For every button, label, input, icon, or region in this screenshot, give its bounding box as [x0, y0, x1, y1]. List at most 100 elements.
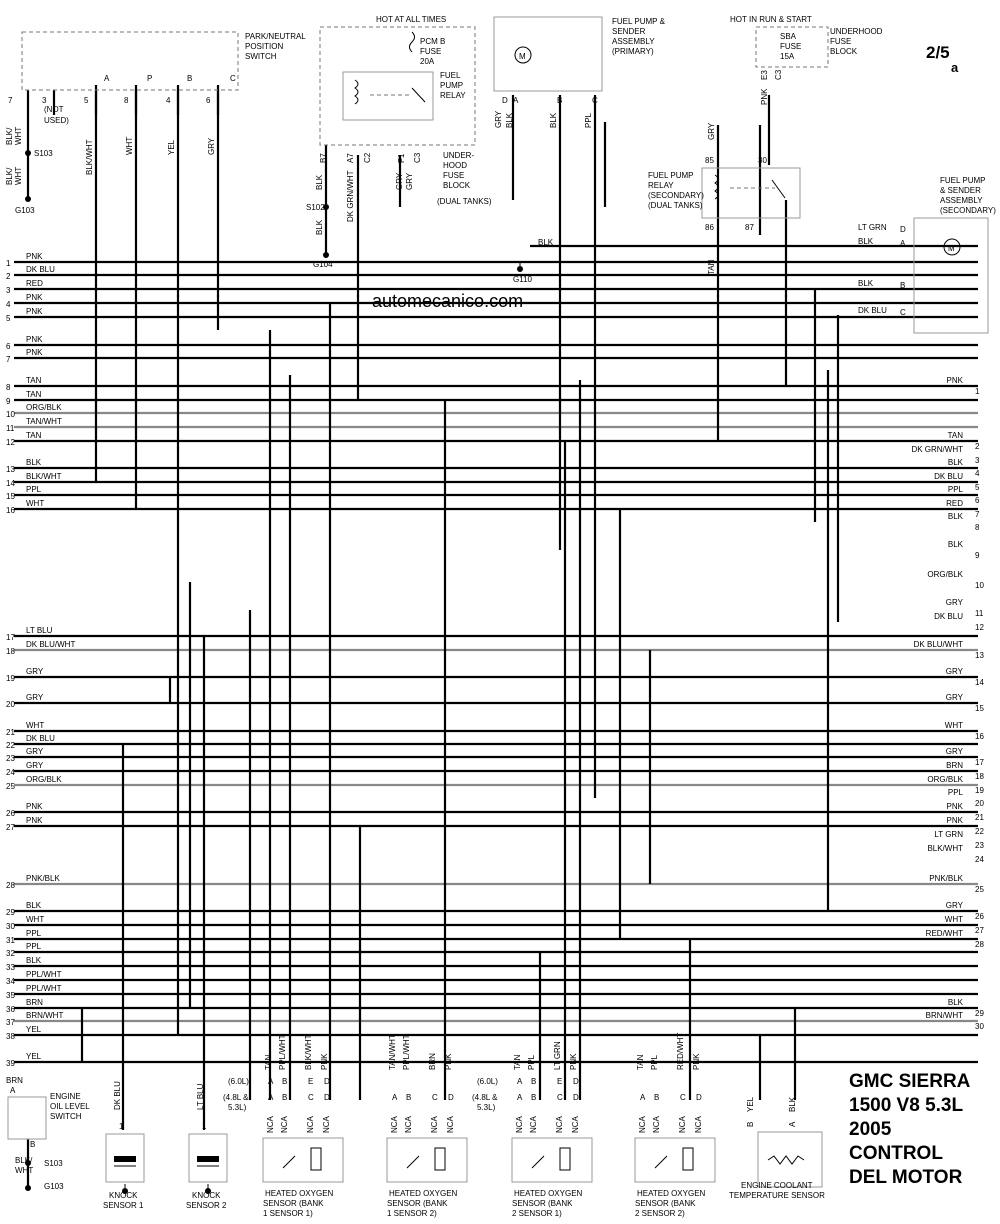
o2-sensor-4-heater — [682, 1147, 694, 1171]
o2-sensor-4-wire-1: PPL — [650, 1054, 659, 1070]
left-pin-28-number: 28 — [6, 881, 15, 890]
o2-sensor-3-engine-6: (6.0L) — [477, 1077, 498, 1086]
left-pin-4-number: 4 — [6, 300, 11, 309]
left-pin-21-color: WHT — [26, 721, 44, 730]
right-pin-16-color: WHT — [945, 721, 963, 730]
fuse-a-wire-f1: GRY — [395, 172, 404, 190]
left-pin-33-color: BLK — [26, 956, 42, 965]
left-pin-28-color: PNK/BLK — [26, 874, 60, 883]
pnp-splice — [25, 150, 31, 156]
right-pin-15-color: GRY — [946, 693, 964, 702]
right-pin-5-number: 5 — [975, 483, 980, 492]
fuel-pump-primary-motor: M — [519, 52, 526, 61]
pnp-wire-color-4: YEL — [167, 139, 176, 155]
relay-a-contact — [411, 87, 426, 103]
fuel-pump-primary-wire-C: PPL — [584, 112, 593, 128]
relay-secondary-pin-85: 85 — [705, 156, 714, 165]
knock-sensor-1-label-0: KNOCK — [109, 1191, 138, 1200]
fuel-pump-primary-box — [493, 16, 603, 92]
knock-sensor-2-wire: LT BLU — [196, 1083, 205, 1110]
fuse-b-label-1: FUSE — [780, 42, 801, 51]
fuse-a-splice — [323, 204, 329, 210]
pnp-wire-color-6: GRY — [207, 137, 216, 155]
right-pin-12-color: DK BLU — [934, 612, 963, 621]
left-pin-19-color: GRY — [26, 667, 44, 676]
coolant-label-0: ENGINE COOLANT — [741, 1181, 813, 1190]
right-pin-6-number: 6 — [975, 496, 980, 505]
fuse-a-ground-label: G104 — [313, 260, 333, 269]
relay-a-coil — [354, 79, 359, 105]
right-pin-30-color: BRN/WHT — [926, 1011, 963, 1020]
o2-sensor-4-label-2: 2 SENSOR 2) — [635, 1209, 685, 1218]
fuse-a-label-1: FUSE — [420, 47, 441, 56]
right-pin-21-color: PNK — [947, 802, 964, 811]
relay-secondary-coil — [714, 174, 719, 200]
knock-sensor-2-ground — [205, 1188, 211, 1194]
fuel-pump-secondary-box — [913, 217, 989, 334]
o2-sensor-2-nca-3: NCA — [446, 1115, 455, 1133]
left-pin-13-color: BLK — [26, 458, 42, 467]
relay-secondary-wire-gry: GRY — [707, 122, 716, 140]
left-pin-35-color: PPL/WHT — [26, 984, 62, 993]
left-pin-29-color: BLK — [26, 901, 42, 910]
left-pin-31-color: PPL — [26, 929, 42, 938]
left-pin-37-number: 37 — [6, 1018, 15, 1027]
oil-switch-wire-color-a: BLK/ — [15, 1156, 33, 1165]
coolant-resistor — [767, 1155, 805, 1165]
fuse-a-wire-b7: BLK — [315, 174, 324, 190]
right-pin-24-number: 24 — [975, 855, 984, 864]
o2-sensor-4-nca-0: NCA — [638, 1115, 647, 1133]
left-pin-32-color: PPL — [26, 942, 42, 951]
o2-sensor-3-wire-2: LT GRN — [553, 1041, 562, 1070]
left-pin-1-number: 1 — [6, 259, 11, 268]
left-pin-15-color: PPL — [26, 485, 42, 494]
oil-switch-wire-brn: BRN — [6, 1076, 23, 1085]
fuse-a-ground — [323, 252, 329, 258]
o2-sensor-3-nca-3: NCA — [571, 1115, 580, 1133]
left-pin-19-number: 19 — [6, 674, 15, 683]
pnp-wire-color-2b: WHT — [14, 167, 23, 185]
o2-sensor-1-heater — [310, 1147, 322, 1171]
fuse-a-pin-C2: C2 — [363, 152, 372, 163]
left-pin-38-color: YEL — [26, 1025, 42, 1034]
left-pin-11-color: TAN/WHT — [26, 417, 62, 426]
relay-secondary-wire-tan: TAN — [707, 259, 716, 275]
o2-sensor-1-wire-0: TAN — [264, 1054, 273, 1070]
o2-sensor-3-wire-1: PPL — [527, 1054, 536, 1070]
o2-sensor-1-alt-pin-2: E — [308, 1077, 313, 1086]
o2-sensor-3-alt-pin-0: A — [517, 1077, 523, 1086]
o2-sensor-1-arrow — [282, 1155, 296, 1169]
oil-switch-pin-b: B — [30, 1140, 35, 1149]
right-pin-30-number: 30 — [975, 1022, 984, 1031]
o2-sensor-1-alt-pin-3: D — [324, 1077, 330, 1086]
right-pin-29-number: 29 — [975, 1009, 984, 1018]
right-pin-6-color: PPL — [948, 485, 964, 494]
o2-sensor-2-wire-1: PPL/WHT — [402, 1034, 411, 1070]
dual-tanks-note: (DUAL TANKS) — [437, 197, 492, 206]
left-pin-24-color: GRY — [26, 761, 44, 770]
pnp-wire-color-5: BLK/WHT — [85, 139, 94, 175]
left-pin-26-number: 26 — [6, 809, 15, 818]
left-pin-38-number: 38 — [6, 1032, 15, 1041]
o2-sensor-1-alt-pin-0: A — [268, 1077, 274, 1086]
o2-sensor-4-label-1: SENSOR (BANK — [635, 1199, 696, 1208]
left-pin-20-number: 20 — [6, 700, 15, 709]
relay-secondary-label-2: (SECONDARY) — [648, 191, 704, 200]
relay-a-box — [342, 71, 434, 121]
o2-sensor-3-alt-pin-1: B — [531, 1077, 536, 1086]
o2-sensor-2-nca-2: NCA — [430, 1115, 439, 1133]
o2-sensor-4-nca-3: NCA — [694, 1115, 703, 1133]
fuse-b-pin-c3: C3 — [774, 69, 783, 80]
pnp-switch-box — [21, 31, 239, 91]
left-pin-5-color: PNK — [26, 307, 43, 316]
footer-line-5: DEL MOTOR — [849, 1167, 963, 1188]
watermark: automecanico.com — [372, 291, 523, 311]
fuel-pump-primary-pin-C: C — [592, 96, 598, 105]
footer-line-3: 2005 — [849, 1119, 892, 1140]
left-pin-20-color: GRY — [26, 693, 44, 702]
o2-sensor-4-pin-B: B — [654, 1093, 659, 1102]
o2-sensor-2-pin-A: A — [392, 1093, 398, 1102]
o2-sensor-1-wire-3: PNK — [320, 1053, 329, 1070]
o2-sensor-2-arrow — [406, 1155, 420, 1169]
o2-sensor-3-label-1: SENSOR (BANK — [512, 1199, 573, 1208]
